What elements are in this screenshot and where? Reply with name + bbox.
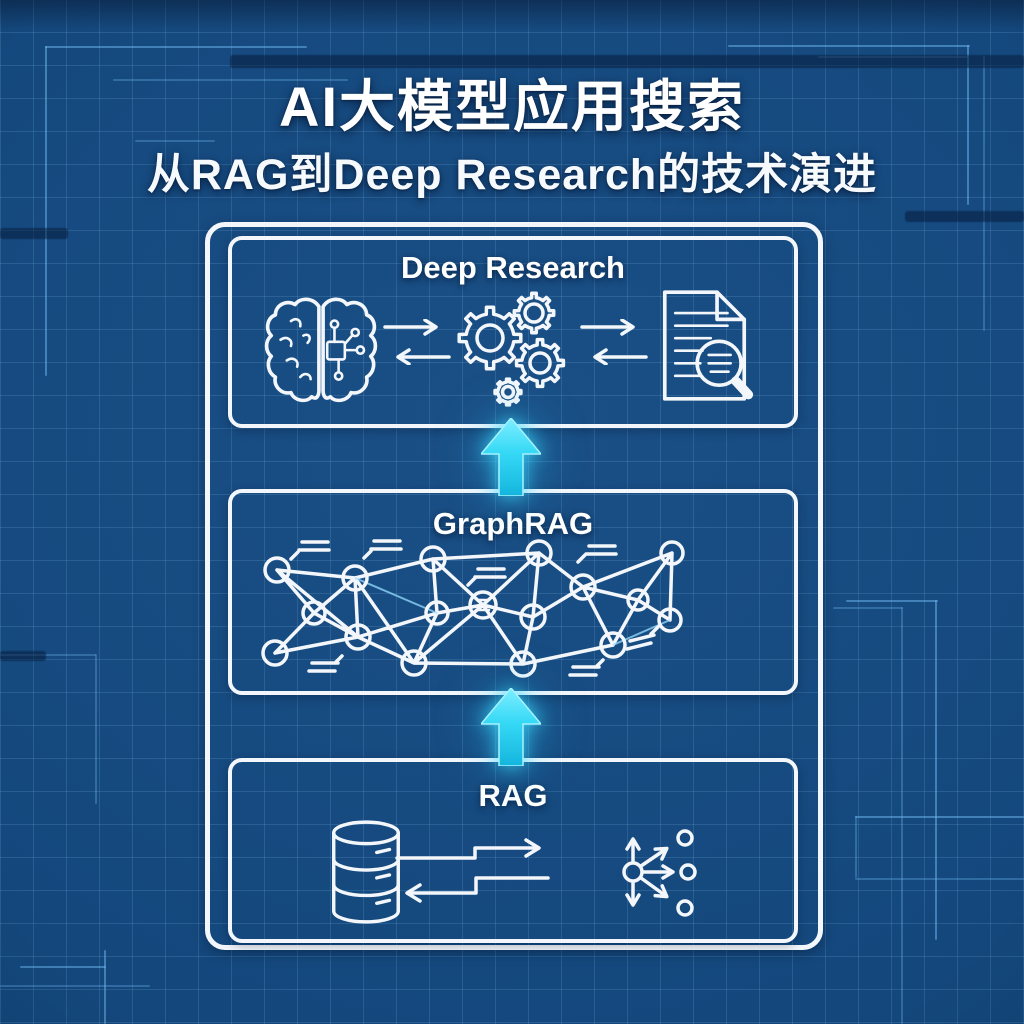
accent-line bbox=[983, 56, 985, 331]
stage-title-deep-research: Deep Research bbox=[400, 250, 625, 285]
accent-line bbox=[855, 878, 1024, 880]
accent-line bbox=[846, 600, 938, 602]
accent-line bbox=[855, 816, 857, 878]
accent-line bbox=[0, 985, 150, 987]
page-subtitle: 从RAG到Deep Research的技术演进 bbox=[146, 151, 878, 199]
stepped-request-arrow-icon bbox=[395, 838, 541, 860]
accent-line bbox=[104, 950, 106, 1024]
accent-line bbox=[95, 654, 97, 804]
accent-line bbox=[113, 79, 348, 81]
brain-circuit-icon bbox=[264, 297, 378, 403]
stage-title-graphrag: GraphRAG bbox=[432, 506, 594, 541]
dark-trace bbox=[0, 651, 46, 661]
page-title: AI大模型应用搜索 bbox=[279, 75, 745, 138]
vector-scatter-icon bbox=[622, 829, 697, 917]
accent-line bbox=[967, 45, 969, 205]
evolution-frame bbox=[205, 222, 823, 950]
up-arrow-icon bbox=[481, 688, 541, 766]
dark-trace bbox=[905, 211, 1024, 222]
accent-line bbox=[0, 654, 96, 656]
dark-trace bbox=[230, 55, 1024, 68]
accent-line bbox=[20, 966, 106, 968]
stage-title-rag: RAG bbox=[478, 778, 548, 813]
exchange-arrows-icon bbox=[383, 314, 451, 370]
gears-icon bbox=[457, 292, 565, 406]
accent-line bbox=[135, 140, 215, 142]
accent-line bbox=[45, 46, 47, 376]
accent-line bbox=[935, 600, 937, 940]
accent-line bbox=[45, 46, 307, 48]
database-icon bbox=[332, 820, 400, 924]
up-arrow-icon bbox=[481, 418, 541, 496]
accent-line bbox=[855, 816, 1024, 818]
stepped-arrows-icon bbox=[395, 838, 550, 903]
dark-trace bbox=[0, 228, 68, 239]
accent-line bbox=[833, 607, 903, 609]
accent-line bbox=[901, 607, 903, 1024]
knowledge-graph-illustration bbox=[261, 539, 685, 678]
exchange-arrows-icon bbox=[580, 314, 648, 370]
document-search-icon bbox=[662, 290, 754, 401]
accent-line bbox=[728, 45, 970, 47]
stepped-response-arrow-icon bbox=[405, 876, 550, 903]
